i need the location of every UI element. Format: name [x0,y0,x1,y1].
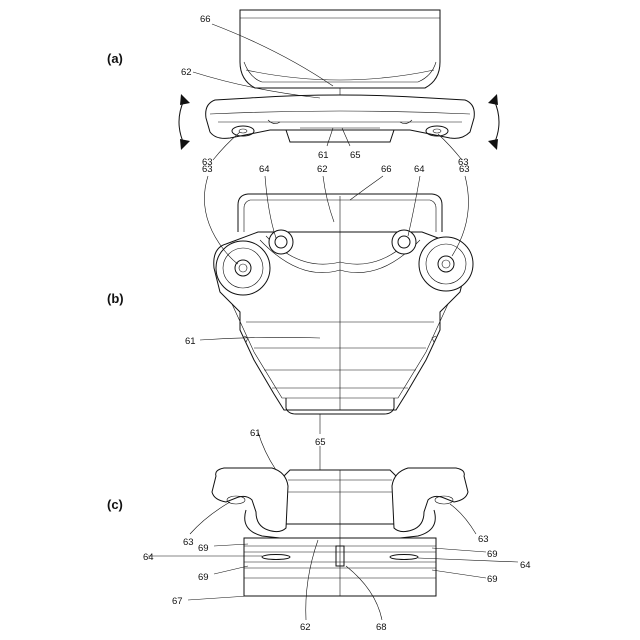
panel-label-b: (b) [107,291,124,306]
rotation-arrow-right-icon [488,94,499,150]
ref-63-c-right: 63 [478,534,489,545]
ref-61-a: 61 [318,150,329,161]
ref-69-c-ul: 69 [198,543,209,554]
ref-68-c: 68 [376,622,387,633]
ref-69-c-lr: 69 [487,574,498,585]
panel-label-c: (c) [107,497,123,512]
ref-62-b: 62 [317,164,328,175]
ref-64-c-left: 64 [143,552,154,563]
ref-64-b-right: 64 [414,164,425,175]
panel-a-drawing [179,10,499,160]
ref-64-b-left: 64 [259,164,270,175]
ref-65-b: 65 [315,437,326,448]
ref-66-a: 66 [200,14,211,25]
ref-63-c-left: 63 [183,537,194,548]
ref-62-a: 62 [181,67,192,78]
ref-69-c-ur: 69 [487,549,498,560]
rotation-arrow-left-icon [179,94,190,150]
panel-c-drawing [148,432,518,620]
panel-b-drawing [200,176,473,434]
ref-61-b: 61 [185,336,196,347]
ref-64-c-right: 64 [520,560,531,571]
panel-label-a: (a) [107,51,123,66]
ref-61-c: 61 [250,428,261,439]
ref-63-b-left: 63 [202,164,213,175]
ref-62-c: 62 [300,622,311,633]
ref-65-a: 65 [350,150,361,161]
ref-69-c-ll: 69 [198,572,209,583]
ref-63-b-right: 63 [459,164,470,175]
ref-66-b: 66 [381,164,392,175]
ref-67-c: 67 [172,596,183,607]
